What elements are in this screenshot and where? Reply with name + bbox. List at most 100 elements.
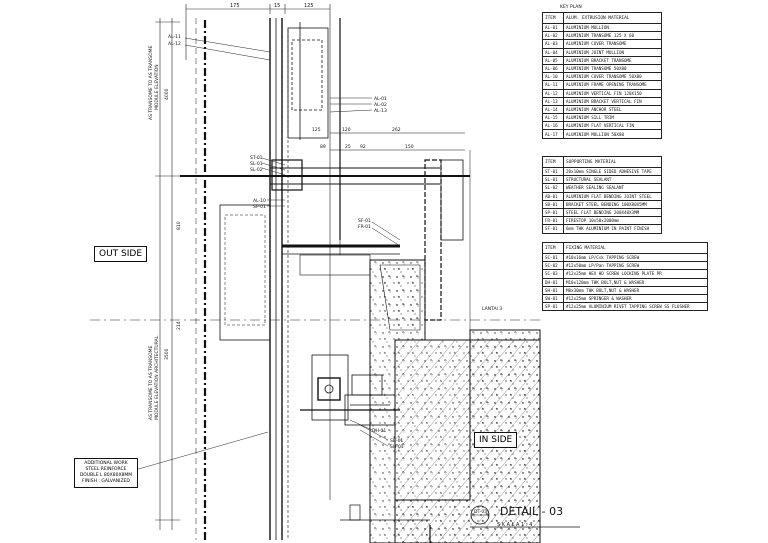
item-description: ALUMINIUM MULLION 50X80 bbox=[563, 129, 662, 139]
supporting-header-item: ITEM bbox=[542, 156, 564, 168]
callout-leaders bbox=[184, 37, 401, 447]
callout-al-01: AL-01 bbox=[374, 96, 387, 102]
item-code: SW-01 bbox=[542, 293, 564, 304]
item-description: ALUMINIUM FLAT BENDING JOINT STEEL bbox=[563, 191, 662, 201]
lower-bracket-assembly bbox=[300, 354, 400, 426]
dim-15: 15 bbox=[274, 3, 280, 9]
item-description: ALUMINIUM BRACKET VERTICAL FIN bbox=[563, 96, 662, 106]
dim-mid-25: 25 bbox=[345, 144, 351, 150]
item-code: SC-02 bbox=[542, 261, 564, 271]
upper-transome bbox=[287, 22, 329, 140]
item-code: SL-01 bbox=[542, 175, 564, 185]
table-row: SC-01#10x16mm LP/Csk TAPPING SCREW bbox=[542, 252, 708, 263]
table-row: SC-02#12x50mm LP/Pan TAPPING SCREW bbox=[542, 261, 708, 271]
detail-title: DETAIL - 03 bbox=[500, 505, 563, 518]
vtext-4: MODULE ELEVATION ARCHITECTURAL bbox=[154, 335, 160, 420]
item-description: ALUMINIUM COVER TRANSOME 50X80 bbox=[563, 72, 662, 82]
item-code: AL-15 bbox=[542, 113, 564, 123]
item-description: 20x10mm SINGLE SIDED ADHESIVE TAPE bbox=[563, 166, 662, 177]
item-code: AL-03 bbox=[542, 39, 564, 49]
item-description: ALUMINIUM SILL TRIM bbox=[563, 113, 662, 123]
item-code: DH-01 bbox=[542, 277, 564, 287]
item-code: FR-01 bbox=[542, 216, 564, 226]
dim-mid-125: 125 bbox=[312, 127, 321, 133]
item-description: ALUMINIUM JOINT MULLION bbox=[563, 47, 662, 57]
item-code: AB-01 bbox=[542, 191, 564, 201]
spandrel-zone bbox=[219, 204, 400, 341]
item-code: AL-04 bbox=[542, 47, 564, 57]
item-description: ALUMINIUM TRANSOME 50X80 bbox=[563, 63, 662, 74]
dim-mid-150: 150 bbox=[405, 144, 414, 150]
dim-262: 262 bbox=[392, 127, 401, 133]
callout-st-01: ST-01 bbox=[250, 155, 263, 161]
item-description: ALUMINIUM BRACKET TRANSOME bbox=[563, 55, 662, 65]
item-description: ALUMINIUM FLAT VERTICAL FIN bbox=[563, 121, 662, 131]
callout-fr-01: FR-01 bbox=[358, 224, 371, 230]
item-code: AL-12 bbox=[542, 88, 564, 98]
dim-120: 120 bbox=[342, 127, 351, 133]
item-code: AL-02 bbox=[542, 31, 564, 41]
item-description: STEEL FLAT BENDING 200X40X3MM bbox=[563, 207, 662, 218]
item-code: SC-03 bbox=[542, 269, 564, 279]
item-code: SL-02 bbox=[542, 183, 564, 193]
mullion-profile bbox=[269, 18, 341, 540]
callout-al-02: AL-02 bbox=[374, 102, 387, 108]
dim-125: 125 bbox=[304, 3, 314, 9]
item-code: AL-17 bbox=[542, 129, 564, 139]
item-code: AL-01 bbox=[542, 22, 564, 33]
item-description: ALUMINIUM COVER TRANSOME bbox=[563, 39, 662, 49]
left-dimension-lines bbox=[155, 18, 200, 530]
detail-code: DT-03 bbox=[474, 509, 487, 515]
dim-214: 214 bbox=[176, 321, 182, 330]
table-row: SP-01#12x25mm ALUMINIUM RIVET TAPPING SC… bbox=[542, 302, 708, 312]
callout-sb-01: SB-01 bbox=[390, 438, 403, 444]
callout-al-11: AL-11 bbox=[168, 34, 181, 40]
item-code: SC-01 bbox=[542, 252, 564, 263]
callout-sl-02: SL-02 bbox=[250, 167, 263, 173]
vtext-2: MODULE ELEVATION bbox=[154, 64, 160, 110]
callout-al-12: AL-12 bbox=[168, 41, 181, 47]
callout-al-13: AL-13 bbox=[374, 108, 387, 114]
item-code: SB-01 bbox=[542, 199, 564, 209]
item-code: ST-01 bbox=[542, 166, 564, 177]
dim-810: 810 bbox=[176, 221, 182, 230]
key-plan-title: KEY PLAN bbox=[560, 5, 582, 10]
note-line-1: ADDITIONAL WORK bbox=[84, 461, 128, 466]
callout-al-10: AL-10 bbox=[253, 198, 266, 204]
item-code: AL-11 bbox=[542, 80, 564, 90]
supporting-header-material: SUPPORTING MATERIAL bbox=[563, 156, 662, 168]
dim-175: 175 bbox=[230, 3, 240, 9]
item-description: #12x25mm HEX HD SCREW LOCKING PLATE PR bbox=[563, 269, 708, 279]
vtext-3: AS TRANSOME TO AS TRANSOME bbox=[148, 345, 154, 420]
note-line-3: DOUBLE L 80X80X8MM bbox=[79, 473, 133, 478]
item-description: FIRESTOP 10x50x2000mm bbox=[563, 216, 662, 226]
inside-label: IN SIDE bbox=[474, 432, 518, 448]
dim-mid-92: 92 bbox=[360, 144, 366, 150]
item-code: AL-06 bbox=[542, 63, 564, 74]
dim-3500: 3500 bbox=[164, 348, 170, 360]
fixing-header-item: ITEM bbox=[542, 242, 564, 254]
callout-dh-01: DH-01 bbox=[372, 428, 386, 434]
dim-4000: 4000 bbox=[164, 88, 170, 100]
key-header-material: ALUM. EXTRUSION MATERIAL bbox=[563, 12, 662, 24]
dim-mid-89: 89 bbox=[320, 144, 326, 150]
item-code: AL-14 bbox=[542, 104, 564, 115]
